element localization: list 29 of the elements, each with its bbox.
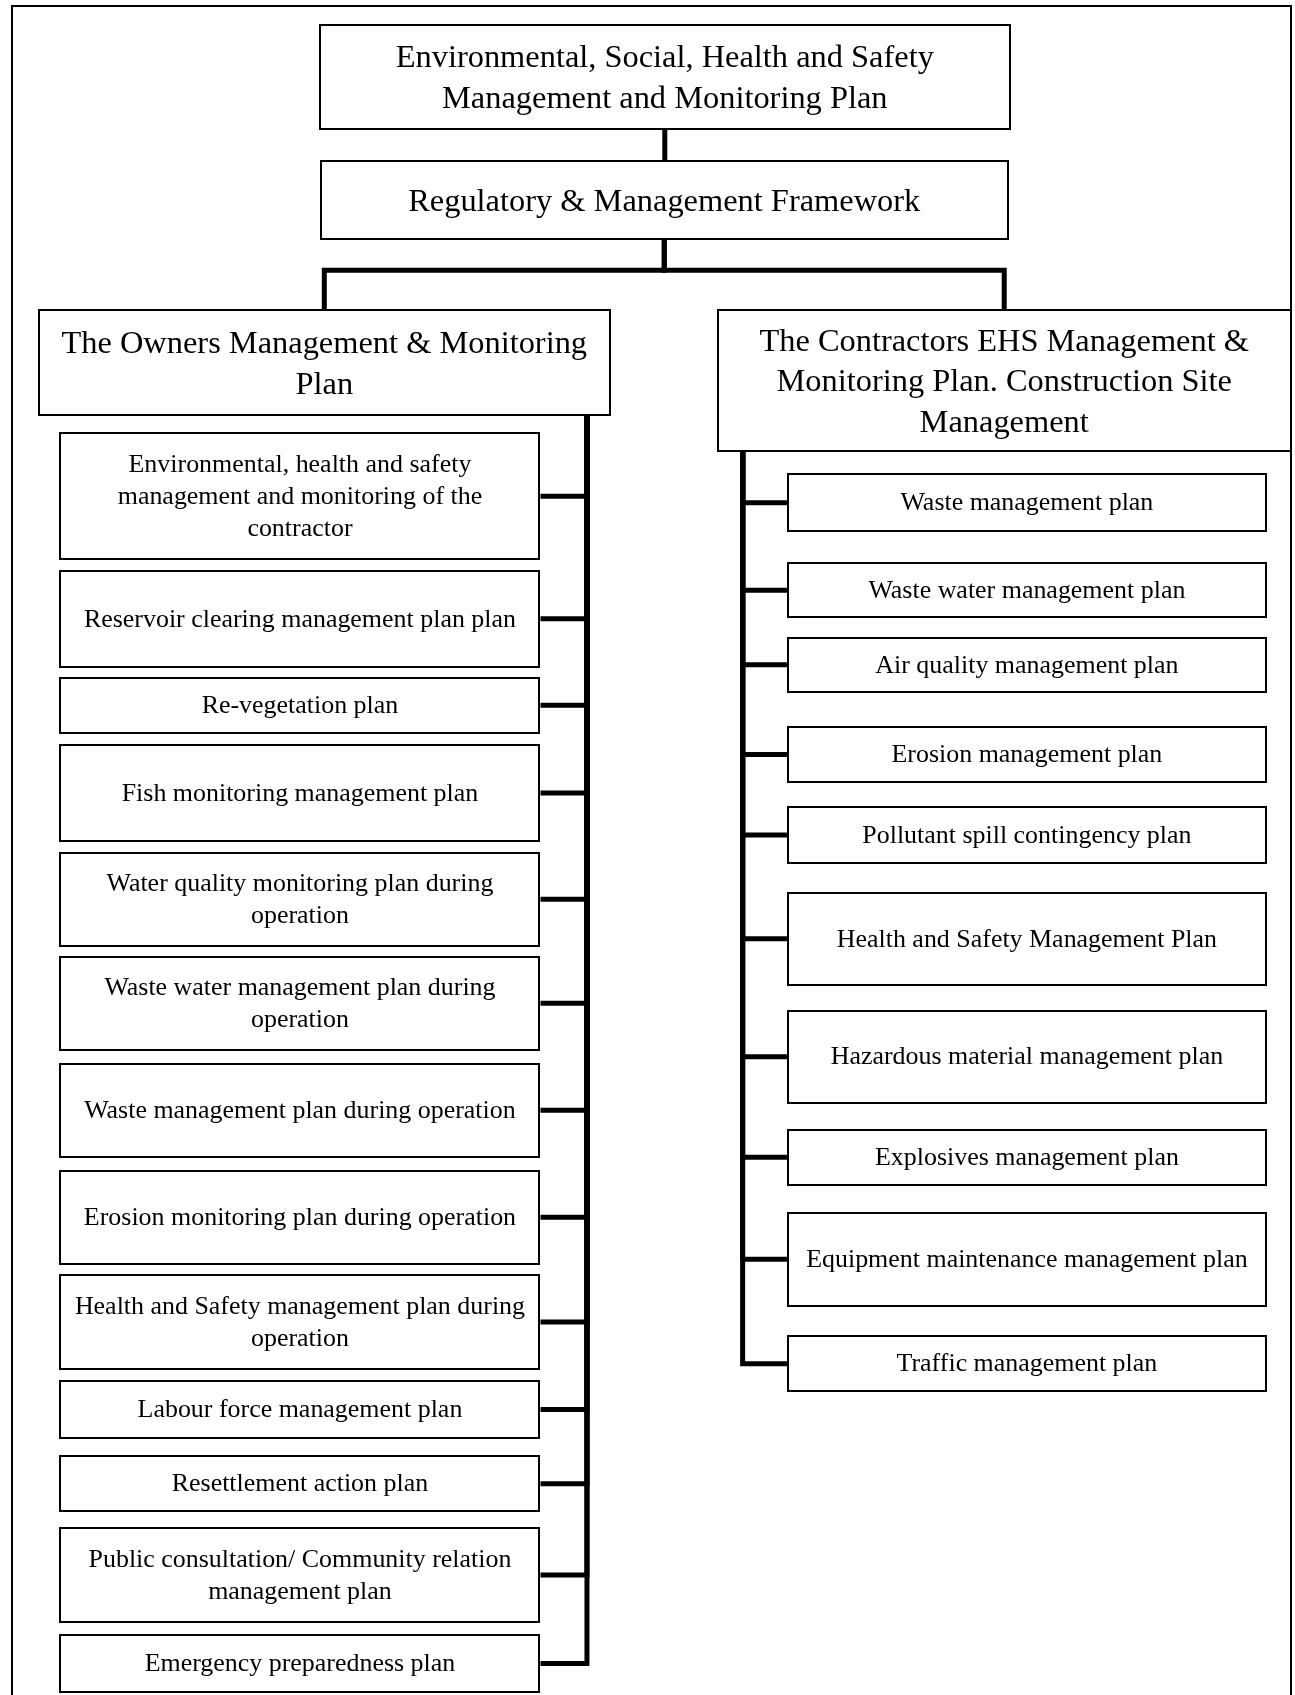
plan-box: Water quality monitoring plan during operation [59, 851, 541, 947]
plan-box: Equipment maintenance management plan [786, 1211, 1267, 1307]
plan-box: The Owners Management & Monitoring Plan [37, 309, 611, 417]
plan-box: Environmental, health and safety management and monitoring of the contractor [59, 432, 541, 560]
plan-box: Emergency preparedness plan [59, 1634, 541, 1693]
plan-box: Labour force management plan [59, 1380, 541, 1439]
plan-box: Hazardous material management plan [786, 1009, 1267, 1104]
plan-box: Pollutant spill contingency plan [786, 806, 1267, 864]
plan-box: Fish monitoring management plan [59, 743, 541, 843]
plan-box: Health and Safety Management Plan [786, 891, 1267, 986]
plan-box: Air quality management plan [786, 636, 1267, 693]
plan-box: Regulatory & Management Framework [319, 159, 1009, 240]
plan-box: Resettlement action plan [59, 1454, 541, 1513]
plan-box: Health and Safety management plan during operation [59, 1274, 541, 1370]
connector-line [662, 129, 668, 160]
plan-box: Waste water management plan during operation [59, 955, 541, 1051]
plan-box: Waste water management plan [786, 562, 1267, 619]
plan-box: Environmental, Social, Health and Safety Management and Monitoring Plan [318, 23, 1011, 130]
plan-box: Public consultation/ Community relation management plan [59, 1527, 541, 1623]
plan-box: Erosion management plan [786, 726, 1267, 783]
plan-box: Re-vegetation plan [59, 676, 541, 734]
connector-line [661, 239, 1007, 310]
plan-box: Traffic management plan [786, 1335, 1267, 1393]
plan-box: Waste management plan [786, 473, 1267, 532]
plan-box: Waste management plan during operation [59, 1062, 541, 1158]
plan-box: Reservoir clearing management plan plan [59, 569, 541, 668]
plan-box: The Contractors EHS Management & Monitoring Plan. Construction Site Management [716, 309, 1292, 452]
plan-box: Erosion monitoring plan during operation [59, 1169, 541, 1265]
plan-box: Explosives management plan [786, 1128, 1267, 1186]
